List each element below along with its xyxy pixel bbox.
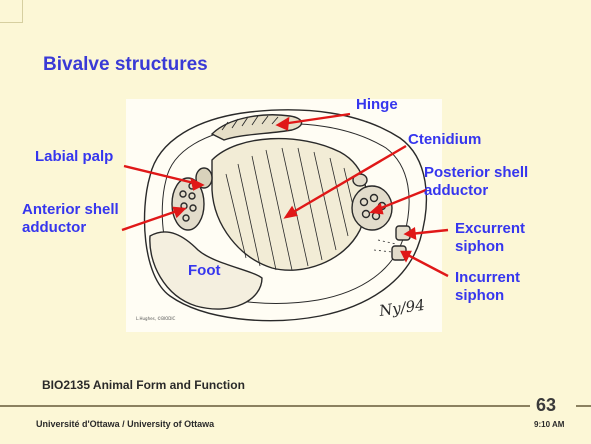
posterior-adductor-structure <box>352 186 392 230</box>
label-excurrent-line2: siphon <box>455 238 525 256</box>
footer-rule-left <box>0 405 530 407</box>
ctenidium-gill <box>212 139 367 271</box>
label-posterior-adductor-line2: adductor <box>424 182 528 200</box>
artist-signature: Ny/94 <box>377 296 426 320</box>
label-ctenidium: Ctenidium <box>408 131 481 149</box>
excurrent-arrow <box>410 230 448 234</box>
label-incurrent-line2: siphon <box>455 287 520 305</box>
labial-palp-arrow <box>124 166 198 184</box>
incurrent-arrow <box>406 254 448 276</box>
label-anterior-adductor: Anterior shell adductor <box>22 201 119 237</box>
course-name: BIO2135 Animal Form and Function <box>42 378 245 392</box>
label-hinge: Hinge <box>356 96 398 114</box>
label-excurrent-siphon: Excurrent siphon <box>455 220 525 256</box>
label-incurrent-siphon: Incurrent siphon <box>455 269 520 305</box>
label-excurrent-line1: Excurrent <box>455 220 525 238</box>
footer-rule-right <box>576 405 591 407</box>
label-labial-palp: Labial palp <box>35 148 113 166</box>
slide-number: 63 <box>536 395 556 416</box>
label-posterior-adductor: Posterior shell adductor <box>424 164 528 200</box>
label-anterior-adductor-line1: Anterior shell <box>22 201 119 219</box>
label-anterior-adductor-line2: adductor <box>22 219 119 237</box>
university-footer: Université d'Ottawa / University of Otta… <box>36 419 214 429</box>
label-foot: Foot <box>188 262 220 280</box>
illustration-credit: L.Hughes, ©BIODIC <box>136 316 176 321</box>
anterior-adductor-arrow <box>122 210 180 230</box>
clock-time: 9:10 AM <box>534 420 564 429</box>
label-incurrent-line1: Incurrent <box>455 269 520 287</box>
label-posterior-adductor-line1: Posterior shell <box>424 164 528 182</box>
